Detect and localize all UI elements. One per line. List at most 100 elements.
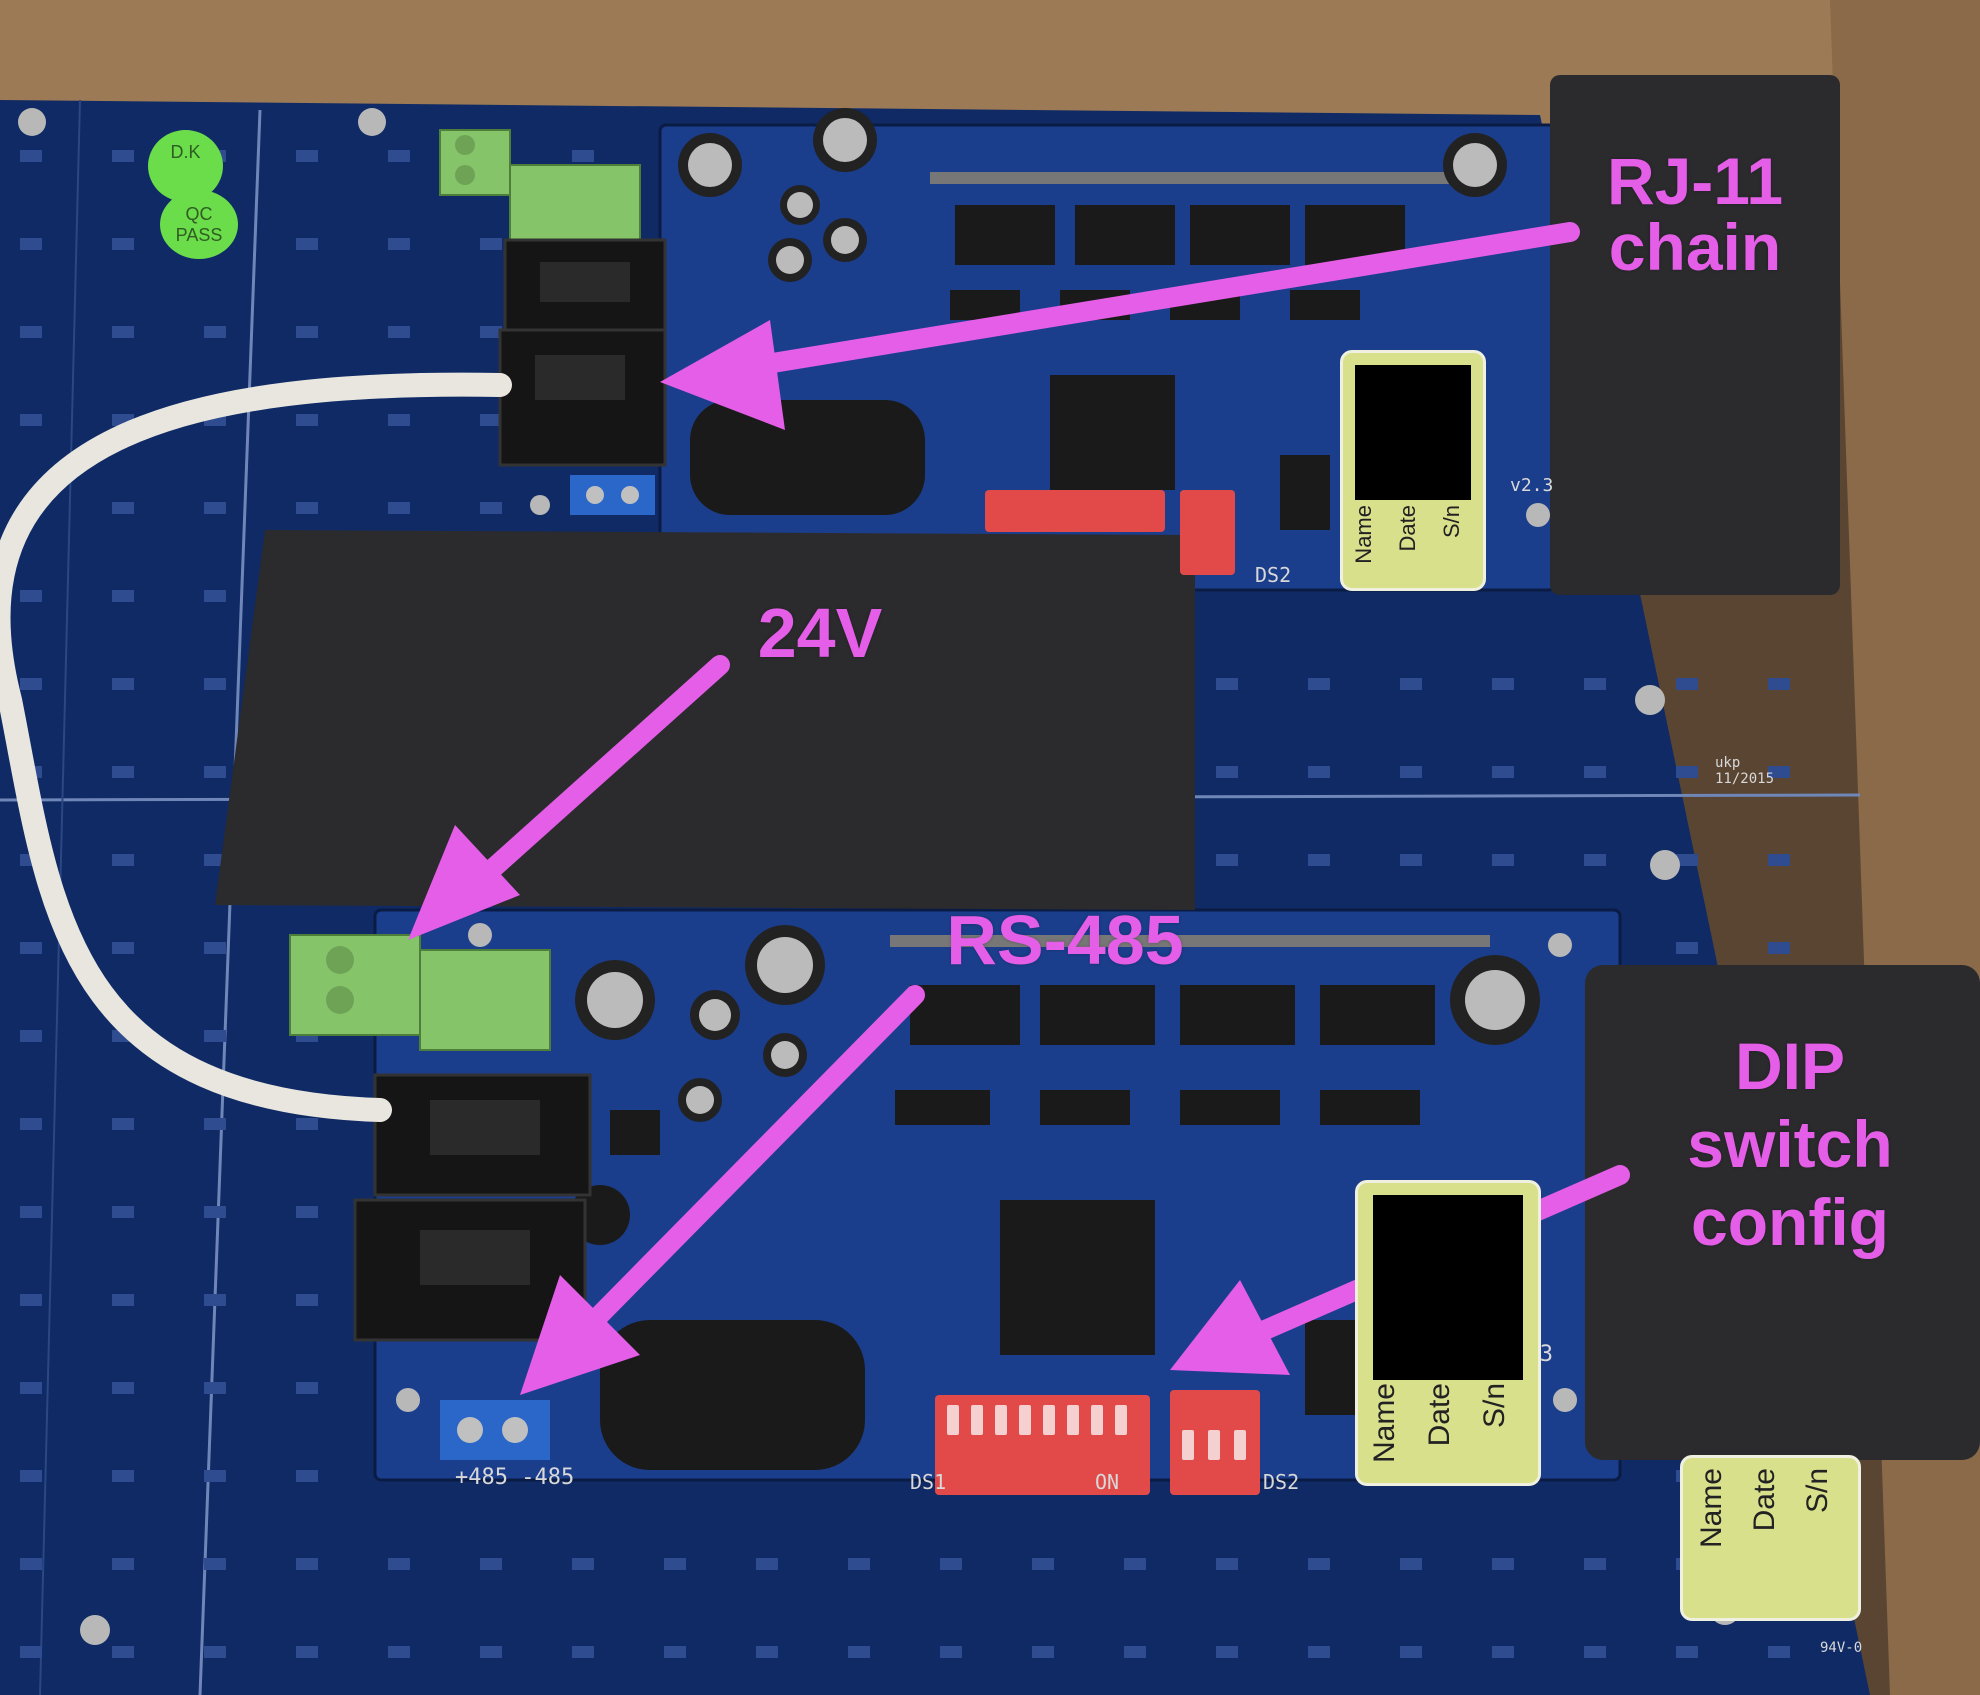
led-pad — [204, 1382, 226, 1394]
led-pad — [204, 326, 226, 338]
board-version-top: v2.3 — [1510, 475, 1554, 496]
redaction-box — [1355, 365, 1471, 500]
led-pad — [112, 1470, 134, 1482]
dip-on-label: ON — [1095, 1470, 1120, 1494]
led-pad — [296, 1118, 318, 1130]
led-pad — [296, 414, 318, 426]
led-pad — [1584, 1558, 1606, 1570]
label-24v: 24V — [720, 598, 920, 668]
led-pad — [1676, 942, 1698, 954]
led-pad — [20, 326, 42, 338]
label-24v-line1: 24V — [757, 594, 883, 672]
serial-sticker-panel: Name Date S/n — [1680, 1455, 1861, 1621]
led-pad — [204, 942, 226, 954]
led-pad — [1492, 766, 1514, 778]
led-pad — [1768, 854, 1790, 866]
led-pad — [112, 942, 134, 954]
led-pad — [296, 1382, 318, 1394]
sticker-sn: S/n — [1801, 1468, 1834, 1514]
sticker-name: Name — [1351, 505, 1376, 564]
led-pad — [1584, 1646, 1606, 1658]
label-dip-line2: switch — [1687, 1106, 1893, 1181]
led-pad — [1768, 942, 1790, 954]
led-pad — [1400, 854, 1422, 866]
label-rj11-chain: RJ-11 chain — [1560, 148, 1830, 280]
rj11-cable — [0, 372, 512, 1122]
led-pad — [20, 1646, 42, 1658]
qc-sticker-pass: QC PASS — [160, 190, 238, 259]
led-pad — [20, 1382, 42, 1394]
pin-header-top — [930, 172, 1450, 184]
led-pad — [296, 1646, 318, 1658]
led-pad — [204, 502, 226, 514]
led-pad — [480, 502, 502, 514]
arrow-rj11 — [720, 222, 1580, 380]
led-pad — [388, 1646, 410, 1658]
led-pad — [20, 1118, 42, 1130]
led-pad — [20, 150, 42, 162]
led-pad — [756, 1646, 778, 1658]
led-pad — [112, 854, 134, 866]
led-pad — [1308, 1646, 1330, 1658]
led-pad — [1400, 678, 1422, 690]
led-pad — [296, 1206, 318, 1218]
led-pad — [1400, 766, 1422, 778]
led-pad — [388, 502, 410, 514]
led-pad — [480, 238, 502, 250]
foam-block-bottom-right — [1585, 965, 1980, 1460]
led-pad — [480, 326, 502, 338]
ic-chips-bottom — [610, 985, 1435, 1415]
arrow-dip-head — [1170, 1280, 1290, 1375]
pin-header-bottom — [890, 935, 1490, 947]
led-pad — [20, 1030, 42, 1042]
led-pad — [296, 326, 318, 338]
led-pad — [1216, 678, 1238, 690]
led-pad — [572, 150, 594, 162]
sticker-name: Name — [1695, 1468, 1728, 1549]
led-pad — [1216, 766, 1238, 778]
led-pad — [480, 414, 502, 426]
led-pad — [388, 414, 410, 426]
led-pad — [1768, 1646, 1790, 1658]
led-pad — [1492, 854, 1514, 866]
led-pad — [1492, 1558, 1514, 1570]
led-pad — [1216, 1646, 1238, 1658]
rs485-terminal-bottom — [440, 1400, 550, 1460]
led-pad — [112, 1382, 134, 1394]
led-pad — [112, 678, 134, 690]
sticker-date: Date — [1395, 505, 1420, 552]
led-pad — [940, 1646, 962, 1658]
led-pad — [204, 1118, 226, 1130]
led-pad — [756, 1558, 778, 1570]
rs485-terminal-silkscreen: +485 -485 — [455, 1465, 575, 1490]
led-pad — [112, 1206, 134, 1218]
led-pad — [204, 1646, 226, 1658]
led-pad — [848, 1558, 870, 1570]
arrow-24v-head — [408, 825, 520, 940]
sticker-name: Name — [1368, 1383, 1401, 1464]
bulk-capacitor-bottom — [600, 1320, 865, 1470]
led-pad — [296, 238, 318, 250]
led-pad — [20, 1558, 42, 1570]
led-pad — [1492, 678, 1514, 690]
led-pad — [296, 502, 318, 514]
led-pad — [1308, 766, 1330, 778]
qc-sticker-text: D.K — [170, 142, 201, 162]
led-pad — [204, 854, 226, 866]
ds2-label-bottom: DS2 — [1263, 1470, 1300, 1494]
led-pad — [1032, 1646, 1054, 1658]
label-rj11-line1: RJ-11 — [1606, 144, 1784, 218]
led-pad — [112, 1558, 134, 1570]
led-pad — [20, 1206, 42, 1218]
led-pad — [204, 766, 226, 778]
rs485-terminal-top — [570, 475, 655, 515]
led-pad — [1400, 1646, 1422, 1658]
led-pad — [572, 1558, 594, 1570]
led-pad — [112, 1294, 134, 1306]
led-pad — [20, 414, 42, 426]
led-pad — [20, 942, 42, 954]
led-pad — [1308, 678, 1330, 690]
label-dip-switch-config: DIP switch config — [1640, 1028, 1940, 1262]
led-pad — [20, 238, 42, 250]
